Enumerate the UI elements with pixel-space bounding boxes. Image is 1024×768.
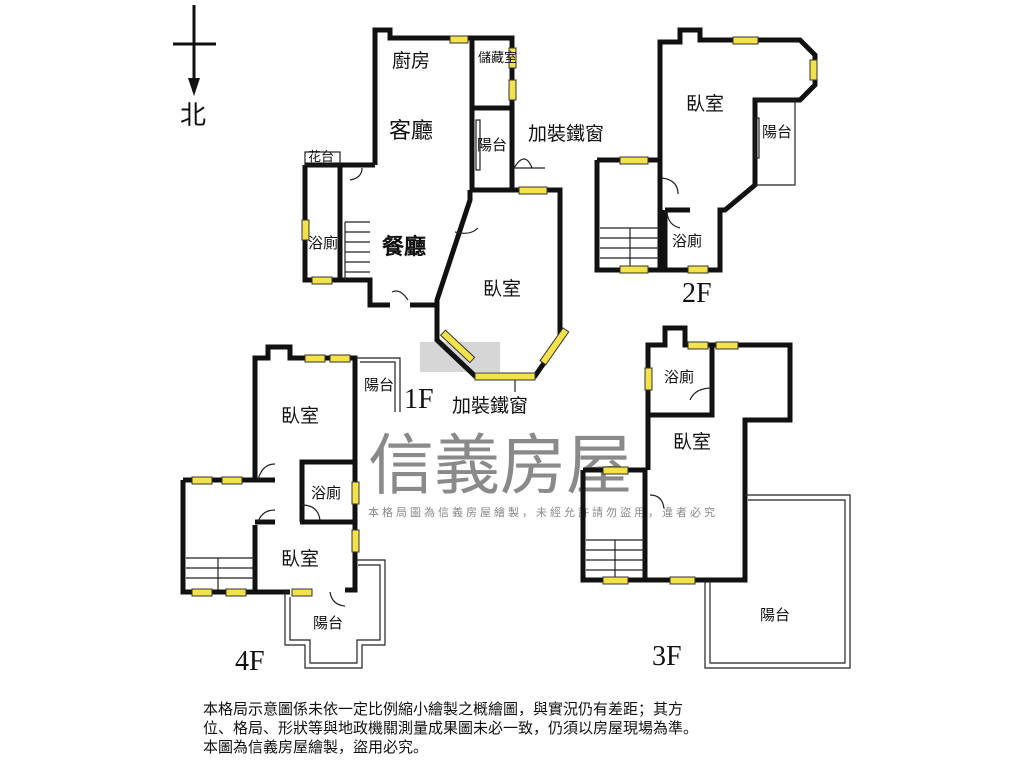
room-kitchen: 廚房: [392, 49, 430, 72]
floor-label-2f: 2F: [682, 278, 712, 309]
room-storage: 儲藏室: [478, 50, 517, 66]
room-bath-3f: 浴廁: [664, 368, 694, 386]
north-label: 北: [180, 101, 206, 130]
floor-4f: 陽台 臥室 浴廁 臥室 陽台 4F: [180, 344, 401, 677]
iron-window-label-bottom: 加裝鐵窗: [452, 395, 528, 417]
watermark-notice: 本格局圖為信義房屋繪製，未經允許請勿盜用，違者必究: [368, 505, 718, 519]
watermark-brand: 信義房屋: [368, 427, 632, 504]
room-bedroom-1f: 臥室: [483, 278, 521, 300]
room-balcony-1f: 陽台: [477, 136, 507, 154]
disclaimer-line: 本格局示意圖係未依一定比例縮小繪製之概繪圖，與實況仍有差距；其方: [203, 700, 684, 718]
disclaimer-line: 位、格局、形狀等與地政機關測量成果圖未必一致，仍須以房屋現場為準。: [203, 719, 699, 737]
compass-icon: [173, 5, 216, 96]
room-bedroom-2f: 臥室: [686, 93, 724, 115]
room-living: 客廳: [389, 119, 433, 144]
floor-label-1f: 1F: [404, 384, 434, 415]
room-bedroom-4f-top: 臥室: [281, 405, 319, 427]
room-balcony-4f-top: 陽台: [364, 376, 394, 394]
room-balcony-4f-bottom: 陽台: [313, 614, 343, 632]
disclaimer-line: 本圖為信義房屋繪製，盜用必究。: [203, 738, 429, 756]
room-balcony-2f: 陽台: [762, 123, 792, 141]
room-bath-2f: 浴廁: [672, 232, 702, 250]
iron-window-label-top: 加裝鐵窗: [528, 123, 604, 145]
floor-label-3f: 3F: [652, 641, 682, 672]
floor-1f: 廚房 客廳 儲藏室 陽台 花台 浴廁 餐廳 臥室 加裝鐵窗 加裝鐵窗 1F: [301, 27, 604, 417]
floor-label-4f: 4F: [235, 646, 265, 677]
floor-2f: 臥室 陽台 浴廁 2F: [594, 27, 818, 309]
floor-3f: 浴廁 臥室 陽台 3F: [580, 325, 851, 672]
room-dining: 餐廳: [382, 234, 426, 260]
room-bath-1f: 浴廁: [308, 234, 338, 252]
room-bath-4f: 浴廁: [311, 484, 341, 502]
room-bedroom-4f-bottom: 臥室: [281, 548, 319, 570]
room-bedroom-3f: 臥室: [673, 431, 711, 453]
room-balcony-3f: 陽台: [760, 606, 790, 624]
disclaimer: 本格局示意圖係未依一定比例縮小繪製之概繪圖，與實況仍有差距；其方 位、格局、形狀…: [203, 700, 823, 757]
flower-bed: 花台: [308, 149, 334, 165]
